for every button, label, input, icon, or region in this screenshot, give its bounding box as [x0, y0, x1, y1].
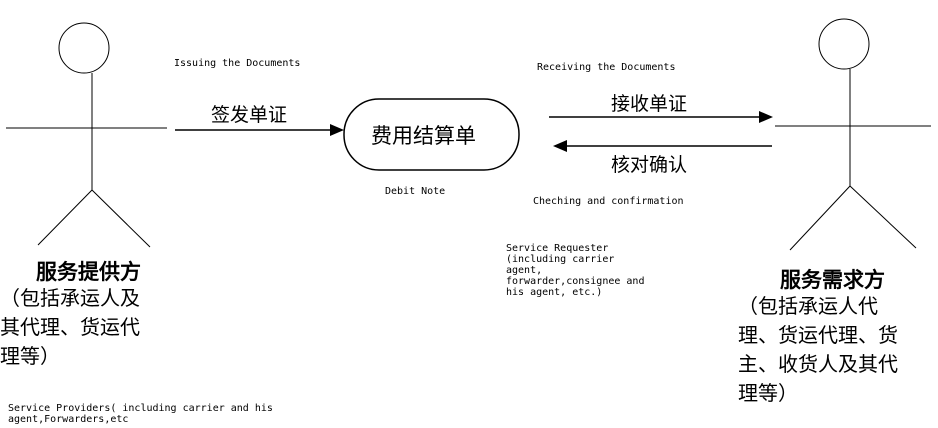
debit-note-label-cn: 费用结算单 [371, 124, 476, 148]
requester-description-cn: （包括承运人代 理、货运代理、货 主、收货人及其代 理等） [738, 294, 898, 405]
provider-title: 服务提供方 [36, 260, 141, 284]
check-label-cn: 核对确认 [611, 154, 688, 176]
issue-arrow [175, 124, 344, 136]
receive-arrow [549, 111, 773, 123]
receive-label-en: Receiving the Documents [537, 62, 676, 73]
provider-actor-icon [6, 22, 167, 248]
requester-title: 服务需求方 [780, 268, 885, 292]
requester-description-en: Service Requester (including carrier age… [506, 243, 645, 298]
issue-label-cn: 签发单证 [211, 104, 288, 126]
check-arrow [553, 140, 772, 152]
provider-description-en: Service Providers( including carrier and… [8, 403, 273, 425]
debit-note-node [343, 98, 520, 171]
issue-label-en: Issuing the Documents [174, 58, 301, 69]
requester-actor-icon [775, 18, 931, 251]
debit-note-label-en: Debit Note [385, 186, 446, 197]
check-label-en: Cheching and confirmation [533, 196, 684, 207]
receive-label-cn: 接收单证 [611, 93, 688, 115]
provider-description-cn: （包括承运人及 其代理、货运代 理等） [0, 286, 140, 368]
